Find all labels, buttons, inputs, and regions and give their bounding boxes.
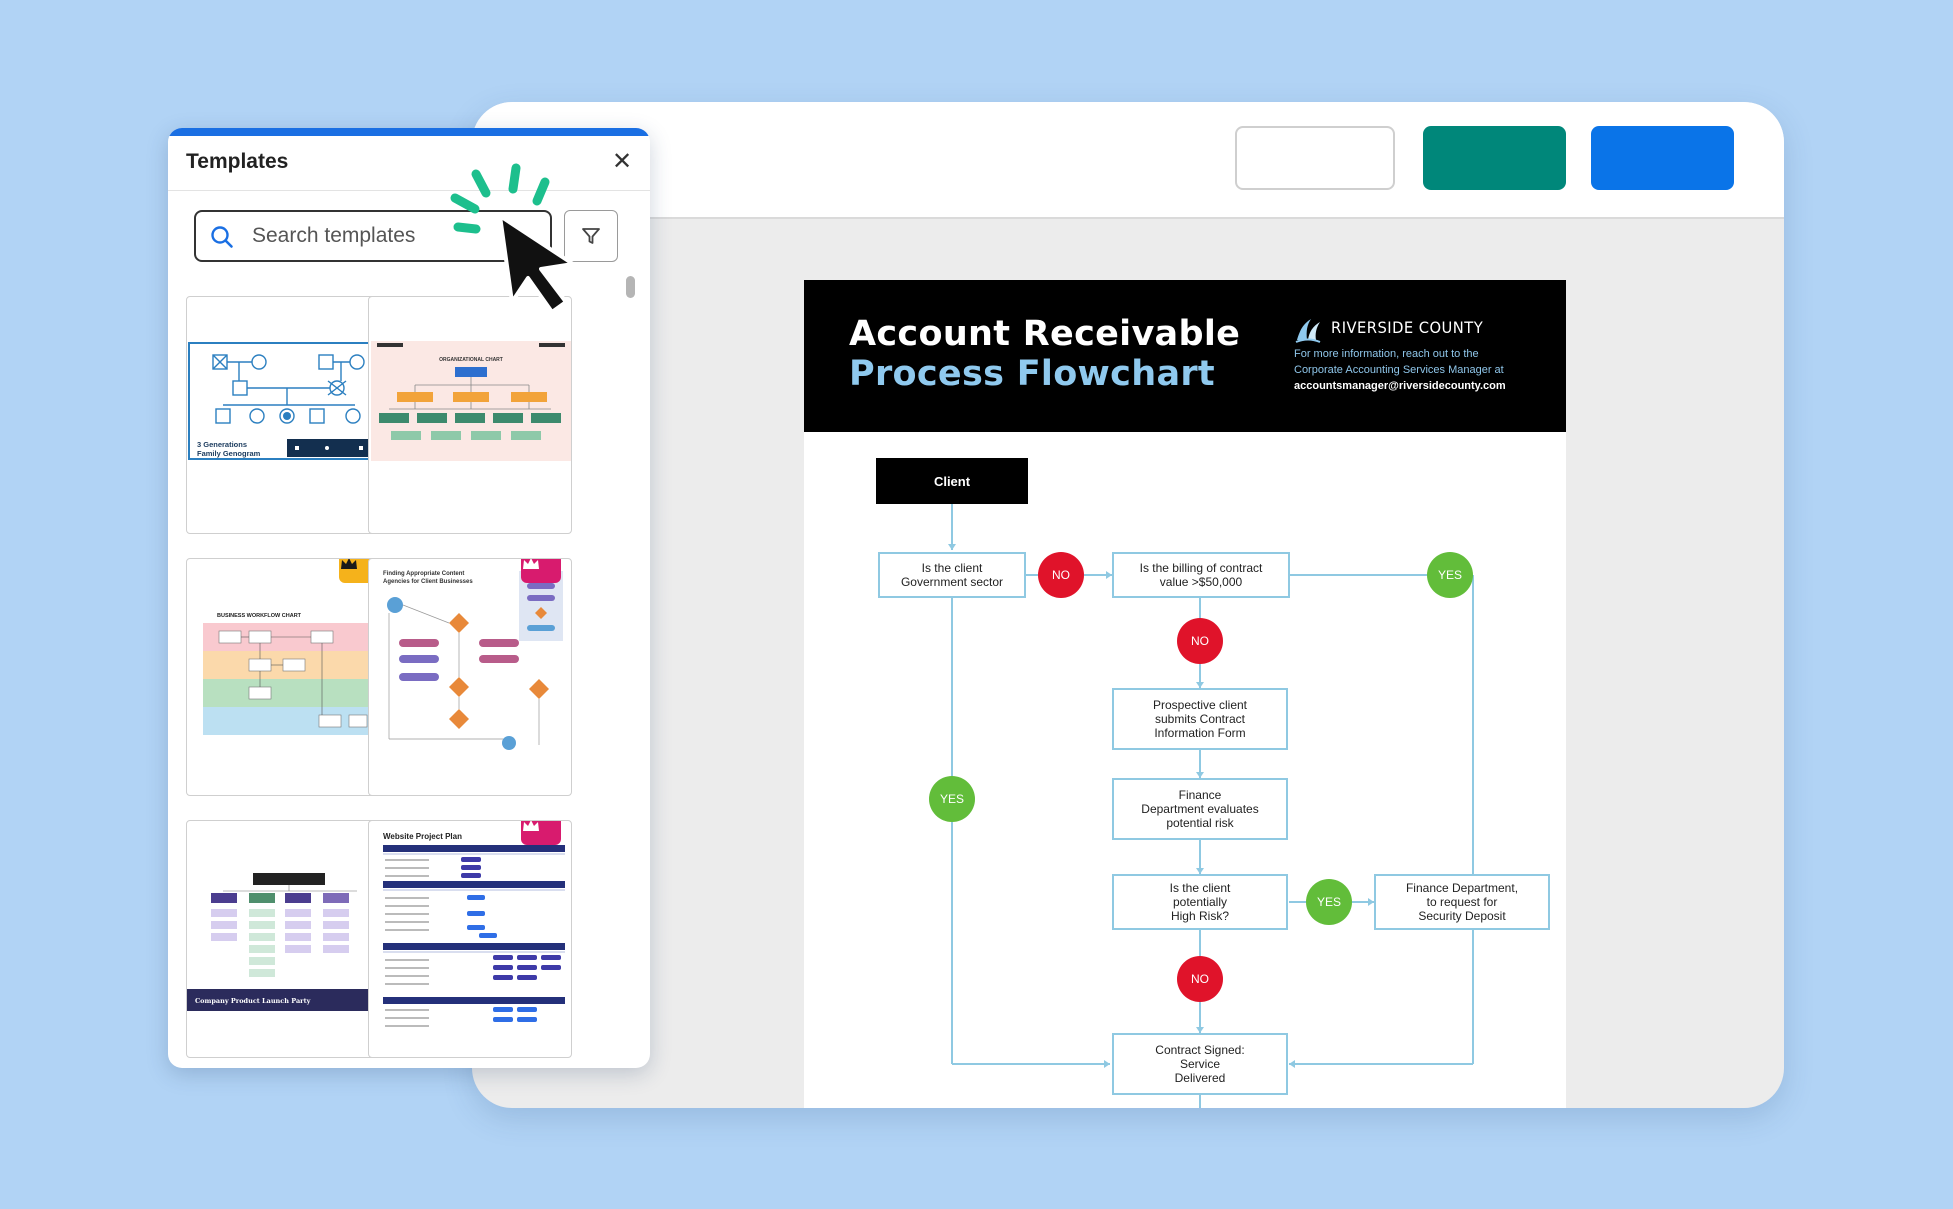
template-thumbnail: ORGANIZATIONAL CHART: [371, 341, 571, 461]
panel-scrollbar[interactable]: [626, 276, 635, 298]
search-input[interactable]: [252, 220, 542, 252]
toolbar-blue-button[interactable]: [1591, 126, 1734, 190]
mouse-cursor-icon: [450, 163, 575, 310]
flow-no-badge: NO: [1038, 552, 1084, 598]
template-thumbnail: Company Product Launch Party: [187, 873, 389, 1011]
riverside-logo-icon: [1295, 319, 1321, 343]
filter-icon: [582, 228, 600, 244]
svg-text:Company Product Launch Party: Company Product Launch Party: [195, 997, 311, 1005]
toolbar-outline-button[interactable]: [1235, 126, 1395, 190]
search-icon: [211, 226, 233, 248]
document-header: Account Receivable Process Flowchart RIV…: [804, 280, 1566, 432]
contact-info-line2: Corporate Accounting Services Manager at: [1294, 364, 1504, 376]
svg-text:ORGANIZATIONAL CHART: ORGANIZATIONAL CHART: [439, 357, 503, 363]
svg-text:Family Genogram: Family Genogram: [197, 449, 261, 458]
close-icon[interactable]: ✕: [611, 148, 633, 175]
template-card-organizational-chart[interactable]: ORGANIZATIONAL CHART: [368, 296, 572, 534]
flow-client-node[interactable]: Client: [876, 458, 1028, 504]
flow-question-government[interactable]: Is the client Government sector: [878, 552, 1026, 598]
flow-no-badge: NO: [1177, 956, 1223, 1002]
flow-yes-badge: YES: [1306, 879, 1352, 925]
flow-step-security-deposit[interactable]: Finance Department, to request for Secur…: [1374, 874, 1550, 930]
crown-icon: [523, 559, 539, 569]
flowchart-document[interactable]: Account Receivable Process Flowchart RIV…: [804, 280, 1566, 1108]
flow-step-finance-evaluates[interactable]: Finance Department evaluates potential r…: [1112, 778, 1288, 840]
premium-badge: [521, 821, 561, 845]
click-burst-icon: [450, 163, 550, 234]
svg-text:3 Generations: 3 Generations: [197, 440, 247, 449]
panel-divider: [168, 190, 650, 191]
toolbar-teal-button[interactable]: [1423, 126, 1566, 190]
template-card-product-launch-party[interactable]: Company Product Launch Party: [186, 820, 390, 1058]
contact-email: accountsmanager@riversidecounty.com: [1294, 380, 1506, 392]
editor-toolbar: [472, 102, 1784, 219]
template-card-family-genogram[interactable]: 3 Generations Family Genogram: [186, 296, 390, 534]
flow-no-badge: NO: [1177, 618, 1223, 664]
flow-yes-badge: YES: [1427, 552, 1473, 598]
template-thumbnail: Website Project Plan: [383, 832, 565, 1027]
svg-text:BUSINESS WORKFLOW CHART: BUSINESS WORKFLOW CHART: [217, 613, 302, 619]
premium-badge: [521, 559, 561, 583]
contact-info-line1: For more information, reach out to the: [1294, 348, 1479, 360]
template-card-content-agencies-flowchart[interactable]: Finding Appropriate Content Agencies for…: [368, 558, 572, 796]
flow-question-high-risk[interactable]: Is the client potentially High Risk?: [1112, 874, 1288, 930]
crown-icon: [523, 821, 539, 831]
flow-step-contract-signed[interactable]: Contract Signed: Service Delivered: [1112, 1033, 1288, 1095]
panel-accent-bar: [168, 128, 650, 136]
document-title-line1: Account Receivable: [849, 314, 1241, 354]
crown-icon: [341, 559, 357, 569]
svg-text:Finding Appropriate Content: Finding Appropriate Content: [383, 571, 464, 577]
templates-panel: Templates ✕: [168, 128, 650, 1068]
flowchart-connectors: [948, 504, 1477, 1108]
svg-text:Website Project Plan: Website Project Plan: [383, 832, 462, 841]
flow-step-prospective-client[interactable]: Prospective client submits Contract Info…: [1112, 688, 1288, 750]
brand-name: RIVERSIDE COUNTY: [1331, 318, 1484, 337]
panel-title: Templates: [186, 150, 289, 173]
svg-text:Agencies for Client Businesses: Agencies for Client Businesses: [383, 579, 473, 585]
template-card-website-project-plan[interactable]: Website Project Plan: [368, 820, 572, 1058]
template-card-business-workflow-chart[interactable]: BUSINESS WORKFLOW CHART: [186, 558, 390, 796]
filter-button[interactable]: [564, 210, 618, 262]
template-thumbnail: BUSINESS WORKFLOW CHART: [203, 613, 375, 735]
search-field[interactable]: [194, 210, 552, 262]
flow-yes-badge: YES: [929, 776, 975, 822]
document-title-line2: Process Flowchart: [849, 354, 1215, 394]
template-thumbnail: Finding Appropriate Content Agencies for…: [383, 571, 563, 750]
template-thumbnail: 3 Generations Family Genogram: [188, 342, 389, 460]
flow-question-billing[interactable]: Is the billing of contract value >$50,00…: [1112, 552, 1290, 598]
editor-window: Account Receivable Process Flowchart RIV…: [472, 102, 1784, 1108]
